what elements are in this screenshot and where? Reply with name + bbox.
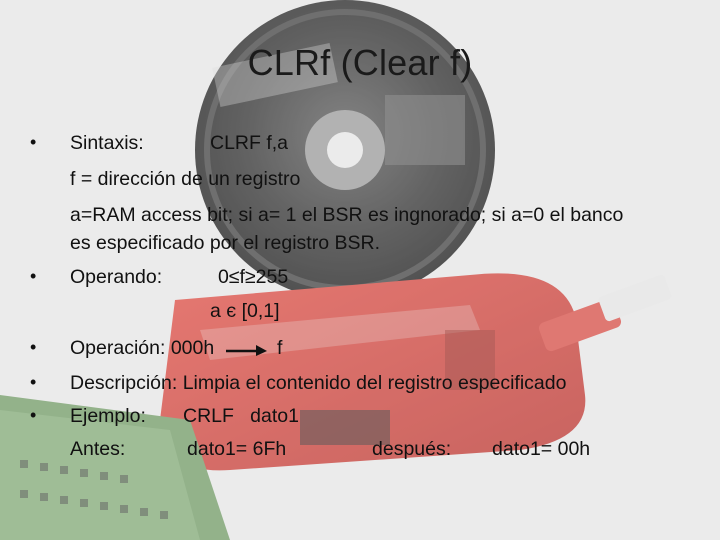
sintaxis-label: Sintaxis:	[70, 132, 144, 154]
bullet-icon: •	[30, 372, 37, 392]
antes-label: Antes:	[70, 438, 126, 460]
antes-value: dato1= 6Fh	[187, 438, 287, 460]
green-board-image	[0, 395, 230, 540]
operacion-to: f	[277, 337, 283, 359]
f-description: f = dirección de un registro	[70, 168, 301, 190]
a-description-line-2: es especificado por el registro BSR.	[70, 232, 380, 254]
bullet-icon: •	[30, 266, 37, 286]
operando-label: Operando:	[70, 266, 163, 288]
sintaxis-value: CLRF f,a	[210, 132, 289, 154]
bullet-icon: •	[30, 132, 37, 152]
cd-disc-image	[195, 0, 495, 300]
right-arrow-icon	[225, 344, 267, 356]
descripcion-text: Descripción: Limpia el contenido del reg…	[70, 372, 567, 394]
bullet-icon: •	[30, 405, 37, 425]
despues-value: dato1= 00h	[492, 438, 591, 460]
operacion-line: Operación: 000h f	[70, 337, 282, 360]
red-programmer-image	[160, 273, 672, 471]
operando-value-2: a є [0,1]	[210, 300, 280, 322]
operacion-label: Operación:	[70, 337, 166, 359]
ejemplo-label: Ejemplo:	[70, 405, 146, 427]
operando-value-1: 0≤f≥255	[218, 266, 289, 288]
bullet-icon: •	[30, 337, 37, 357]
ejemplo-value: CRLF dato1	[183, 405, 299, 427]
slide-title: CLRf (Clear f)	[247, 42, 473, 83]
despues-label: después:	[372, 438, 452, 460]
a-description-line-1: a=RAM access bit; si a= 1 el BSR es ingn…	[70, 204, 624, 226]
operacion-from: 000h	[170, 337, 215, 359]
